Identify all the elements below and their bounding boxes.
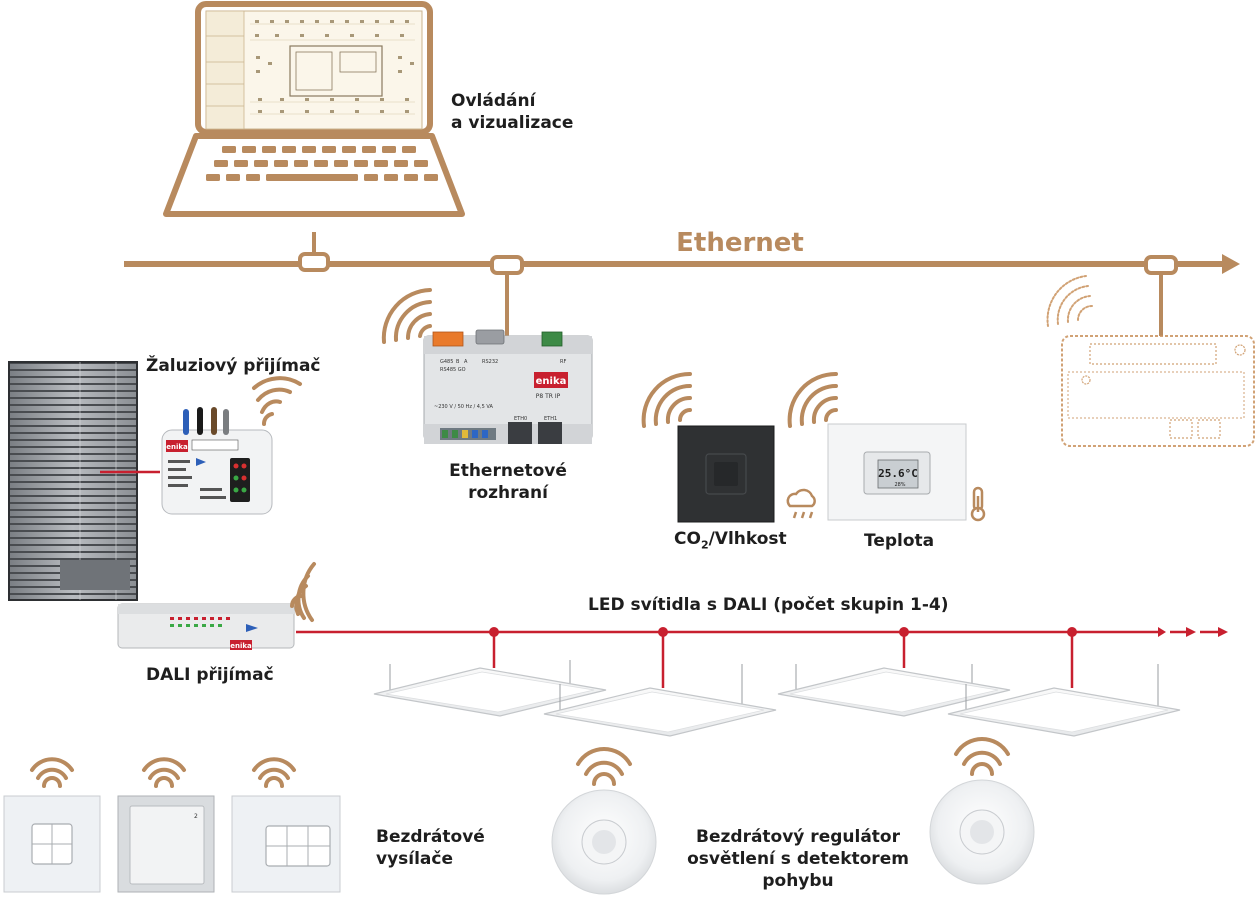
- blind-slat: [10, 490, 136, 495]
- blind-slat: [10, 462, 136, 467]
- co2-humidity-label: CO2/Vlhkost: [674, 529, 787, 552]
- blind-slat: [10, 406, 136, 411]
- blind-slat: [10, 364, 136, 369]
- wireless-signal-icon: [252, 757, 296, 788]
- temperature-label: Teplota: [864, 531, 935, 551]
- humidity-cloud-icon: [786, 488, 816, 519]
- wireless-switch-4-button: [3, 757, 101, 893]
- enika-logo: enika: [230, 642, 252, 650]
- ethernet-bus: [124, 232, 1240, 338]
- ethernet-connector-icon: [1144, 255, 1178, 275]
- wireless-signal-icon: [1046, 275, 1093, 327]
- port-label: ETH0: [514, 416, 527, 422]
- port-label: ETH1: [544, 416, 557, 422]
- ethernet-arrow-icon: [1222, 254, 1240, 274]
- blind-slat: [10, 434, 136, 439]
- blind-slat: [10, 539, 136, 544]
- dali-bus: [296, 627, 1228, 688]
- port-label: A: [464, 359, 468, 365]
- blind-slat: [10, 553, 136, 558]
- blind-slat: [10, 427, 136, 432]
- wireless-switch-6-button: [231, 757, 341, 893]
- additional-ethernet-device-icon: [1046, 275, 1255, 447]
- blind-slat: [10, 483, 136, 488]
- motion-regulator-label: Bezdrátový regulátor osvětlení s detekto…: [687, 827, 909, 891]
- power-label: ~230 V / 50 Hz / 4,5 VA: [434, 404, 493, 410]
- enika-logo: enika: [166, 443, 188, 451]
- ethernet-interface-device: enika P8 TR IP G485 B A RS485 GO RS232 R…: [381, 288, 593, 444]
- model-label: P8 TR IP: [536, 393, 561, 400]
- blind-slat: [10, 588, 136, 593]
- wireless-signal-icon: [252, 376, 302, 426]
- blind-slat: [10, 525, 136, 530]
- wireless-signal-icon: [576, 746, 632, 786]
- dali-bus-label: LED svítidla s DALI (počet skupin 1-4): [588, 595, 949, 615]
- blind-slat: [10, 497, 136, 502]
- blind-slat: [10, 532, 136, 537]
- blind-slat: [10, 476, 136, 481]
- wireless-signal-icon: [290, 562, 316, 622]
- port-label: RS485 GO: [440, 367, 466, 373]
- dali-receiver-label: DALI přijímač: [146, 665, 274, 685]
- laptop-icon: [163, 1, 465, 217]
- visualization-screen: [205, 10, 423, 130]
- wireless-signal-icon: [142, 757, 186, 788]
- blind-slat: [10, 420, 136, 425]
- wireless-switch-rocker: 2: [117, 757, 215, 893]
- blind-slat: [10, 518, 136, 523]
- blind-slat: [10, 385, 136, 390]
- laptop-label: Ovládání a vizualizace: [451, 91, 574, 133]
- blind-slat: [10, 392, 136, 397]
- ethernet-label: Ethernet: [676, 228, 804, 258]
- blind-slat: [10, 413, 136, 418]
- led-panel: [947, 664, 1181, 737]
- blind-slat: [10, 399, 136, 404]
- enika-logo: enika: [536, 376, 567, 387]
- blind-receiver-device: enika: [161, 376, 302, 515]
- port-label: RF: [560, 359, 566, 365]
- wireless-signal-icon: [30, 757, 74, 788]
- ethernet-connector-icon: [490, 255, 524, 275]
- co2-humidity-sensor: [641, 371, 816, 523]
- motion-detector-left: [551, 746, 657, 895]
- port-label: G485: [440, 359, 453, 365]
- led-panel: [777, 664, 1011, 717]
- blind-slat: [10, 455, 136, 460]
- blind-receiver-label: Žaluziový přijímač: [146, 356, 321, 376]
- dali-arrow-icon: [1218, 627, 1228, 637]
- keyboard-keys: [206, 146, 438, 181]
- window-blind-image: [8, 361, 138, 601]
- led-panel: [543, 664, 777, 737]
- dali-receiver-device: enika: [117, 562, 316, 650]
- port-label: B: [456, 359, 460, 365]
- svg-text:2: 2: [194, 813, 198, 820]
- port-label: RS232: [482, 359, 498, 365]
- ethernet-interface-label: Ethernetové rozhraní: [449, 461, 567, 503]
- blind-slat: [10, 504, 136, 509]
- blind-slat: [10, 595, 136, 600]
- wireless-signal-icon: [954, 736, 1010, 776]
- blind-slat: [10, 511, 136, 516]
- wireless-transmitters-label: Bezdrátové vysílače: [376, 827, 485, 869]
- led-panel: [373, 660, 607, 717]
- temperature-readout: 25.6°C: [878, 467, 918, 480]
- blind-slat: [10, 371, 136, 376]
- ethernet-connector-icon: [298, 252, 330, 272]
- wireless-signal-icon: [381, 288, 432, 344]
- motion-detector-right: [929, 736, 1035, 885]
- humidity-readout: 28%: [894, 482, 905, 488]
- temperature-sensor: 25.6°C 28%: [787, 371, 986, 522]
- wireless-signal-icon: [641, 371, 692, 428]
- blind-slat: [10, 546, 136, 551]
- wireless-signal-icon: [787, 371, 838, 428]
- blind-slat: [10, 378, 136, 383]
- thermometer-icon: [970, 486, 986, 522]
- blind-slat: [10, 469, 136, 474]
- blind-slat: [10, 448, 136, 453]
- blind-slat: [10, 441, 136, 446]
